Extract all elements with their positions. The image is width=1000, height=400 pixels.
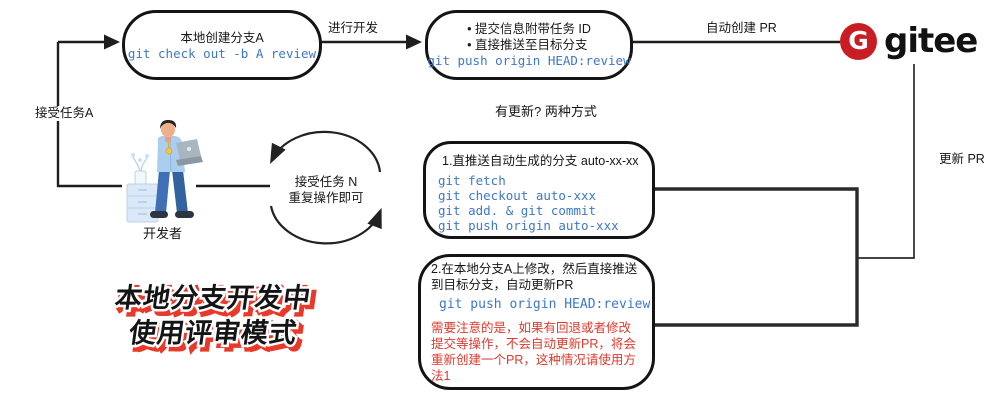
plant-pot	[134, 170, 147, 185]
start-arrowhead-icon	[104, 34, 120, 50]
method2-command: git push origin HEAD:review	[439, 296, 651, 312]
update-pr-label: 更新 PR	[939, 152, 985, 166]
loop-top-arc	[270, 130, 382, 173]
node-push-command: git push origin HEAD:review	[427, 53, 631, 68]
gitee-logo-icon: G	[840, 23, 877, 60]
caption-title: 本地分支开发中 本地分支开发中 使用评审模式 使用评审模式	[110, 280, 320, 356]
node-create-branch-title: 本地创建分支A	[180, 30, 264, 45]
caption-line2-shadow: 使用评审模式	[130, 321, 303, 353]
node-push-target: 提交信息附带任务 ID 直接推送至目标分支 git push origin HE…	[425, 10, 633, 80]
update-question-label: 有更新? 两种方式	[495, 104, 597, 119]
developer-illustration	[126, 120, 203, 223]
method2-title: 2.在本地分支A上修改，然后直接推送到目标分支，自动更新PR	[431, 261, 638, 292]
caption-line2: 使用评审模式	[126, 317, 299, 349]
gitee-logo-letter: G	[848, 26, 869, 55]
update-pr-connector	[857, 64, 915, 259]
node-create-branch-command: git check out -b A review	[127, 45, 317, 61]
method1-title: 1.直推送自动生成的分支 auto-xx-xx	[442, 153, 639, 168]
method1-command-3: git add. & git commit	[438, 202, 597, 218]
loop-label-line2: 重复操作即可	[288, 191, 364, 205]
method1-command-1: git fetch	[438, 172, 506, 188]
methods-bracket-connector	[649, 187, 859, 327]
auto-pr-label: 自动创建 PR	[703, 21, 780, 36]
method1-command-2: git checkout auto-xxx	[438, 187, 597, 203]
bullet-push-target: 直接推送至目标分支	[467, 38, 591, 54]
loop-label: 接受任务 N 重复操作即可	[276, 174, 376, 206]
accept-task-connector	[56, 42, 122, 188]
bullet-task-id: 提交信息附带任务 ID	[467, 22, 591, 38]
loop-label-line1: 接受任务 N	[294, 175, 358, 189]
loop-bottom-arc	[269, 205, 382, 245]
method2-box: 2.在本地分支A上修改，然后直接推送到目标分支，自动更新PR git push …	[418, 254, 655, 390]
develop-arrow-label: 进行开发	[325, 21, 382, 36]
node-create-branch: 本地创建分支A git check out -b A review	[122, 10, 322, 80]
accept-task-label: 接受任务A	[32, 106, 97, 121]
method1-box: 1.直推送自动生成的分支 auto-xx-xx git fetch git ch…	[423, 141, 655, 239]
method2-warning: 需要注意的是，如果有回退或者修改提交等操作，不会自动更新PR，将会重新创建一个P…	[431, 320, 636, 383]
caption-line1: 本地分支开发中	[113, 282, 313, 314]
develop-arrowhead-icon	[406, 34, 422, 50]
method1-command-4: git push origin auto-xxx	[438, 217, 619, 233]
gitee-wordmark: gitee	[884, 21, 978, 61]
developer-label: 开发者	[143, 226, 183, 241]
method1-content: 1.直推送自动生成的分支 auto-xx-xx git fetch git ch…	[426, 142, 652, 239]
caption-line1-shadow: 本地分支开发中	[117, 286, 317, 318]
node-push-bullets: 提交信息附带任务 ID 直接推送至目标分支	[467, 22, 591, 53]
method2-content: 2.在本地分支A上修改，然后直接推送到目标分支，自动更新PR git push …	[421, 255, 652, 390]
